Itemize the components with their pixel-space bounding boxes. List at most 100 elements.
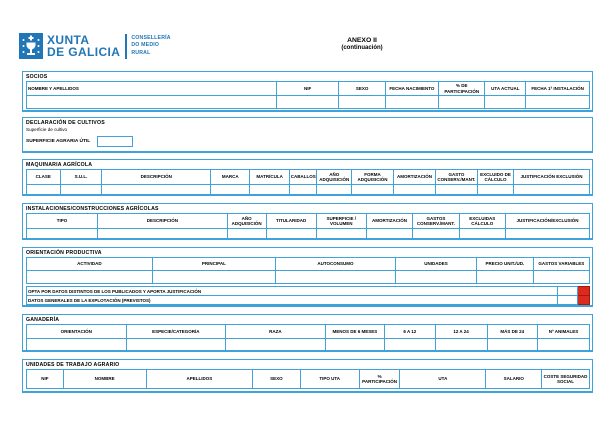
department-line: CONSELLERÍA <box>131 35 171 42</box>
empty-cell[interactable] <box>25 228 99 240</box>
empty-cell[interactable] <box>316 184 352 196</box>
column-header: SEXO <box>338 81 386 96</box>
column-header: MATRÍCULA <box>249 169 290 185</box>
empty-cell[interactable] <box>392 184 436 196</box>
empty-cell[interactable] <box>275 95 340 109</box>
column-header: MENOS DE 6 MESES <box>324 324 386 339</box>
section-subtitle: Superficie de cultivo <box>26 127 68 132</box>
column-header: EXCLUIDO DE CÁLCULO <box>476 169 515 185</box>
empty-cell[interactable] <box>536 338 591 351</box>
doc-title: ANEXO II <box>347 37 377 44</box>
column-header: NOMBRE Y APELLIDOS <box>26 81 277 96</box>
department-name: CONSELLERÍA DO MEDIO RURAL <box>131 35 170 56</box>
column-header: CLASE <box>26 169 61 185</box>
department-line: RURAL <box>131 49 151 56</box>
column-header: DESCRIPCIÓN <box>97 213 228 229</box>
empty-cell[interactable] <box>365 228 414 240</box>
column-header: UNIDADES <box>394 257 478 271</box>
empty-cell[interactable] <box>275 270 396 284</box>
column-header: AÑO ADQUISICIÓN <box>226 213 267 229</box>
section-title: UNIDADES DE TRABAJO AGRARIO <box>26 362 120 368</box>
option-label: OPTA POR DATOS DISTINTOS DE LOS PUBLICAD… <box>25 286 559 296</box>
empty-cell[interactable] <box>59 184 103 196</box>
empty-cell[interactable] <box>438 95 486 109</box>
empty-cell[interactable] <box>26 184 61 196</box>
empty-cell[interactable] <box>26 270 153 284</box>
empty-cell[interactable] <box>513 184 590 196</box>
sau-field-label: SUPERFICIE AGRARIA ÚTIL <box>26 139 91 144</box>
header: XUNTA DE GALICIA CONSELLERÍA DO MEDIO RU… <box>19 33 171 59</box>
red-flag-cell[interactable] <box>577 286 590 296</box>
column-header: APELLIDOS <box>145 369 254 389</box>
column-header: RAZA <box>225 324 326 339</box>
empty-cell[interactable] <box>324 338 386 351</box>
column-header: EXCLUIDAS CÁLCULO <box>458 213 506 229</box>
column-header: JUSTIFICACIÓN EXCLUSIÓN <box>513 169 590 185</box>
empty-cell[interactable] <box>434 184 478 196</box>
department-line: DO MEDIO <box>131 42 160 49</box>
column-header: MARCA <box>210 169 251 185</box>
table-row <box>26 95 590 109</box>
orientacion-options-table: OPTA POR DATOS DISTINTOS DE LOS PUBLICAD… <box>25 286 590 305</box>
column-header: % DE PARTICIPACIÓN <box>438 81 486 96</box>
empty-cell[interactable] <box>288 184 318 196</box>
empty-cell[interactable] <box>458 228 506 240</box>
empty-cell[interactable] <box>315 228 367 240</box>
empty-cell[interactable] <box>97 228 228 240</box>
column-header: S.U.L. <box>59 169 103 185</box>
empty-cell[interactable] <box>532 270 591 284</box>
empty-cell[interactable] <box>434 338 488 351</box>
empty-cell[interactable] <box>101 184 212 196</box>
empty-cell[interactable] <box>394 270 478 284</box>
empty-cell[interactable] <box>351 184 394 196</box>
empty-cell[interactable] <box>210 184 251 196</box>
empty-cell[interactable] <box>26 338 127 351</box>
column-header: AÑO ADQUISICIÓN <box>316 169 352 185</box>
doc-title-block: ANEXO II (continuación) <box>302 37 422 51</box>
option-answer-cell[interactable] <box>557 286 579 296</box>
column-header: AMORTIZACIÓN <box>365 213 414 229</box>
brand-name: XUNTA DE GALICIA <box>47 33 120 58</box>
section-cultivos: DECLARACIÓN DE CULTIVOS Superficie de cu… <box>22 117 593 153</box>
empty-cell[interactable] <box>412 228 460 240</box>
red-flag-cell[interactable] <box>577 295 590 305</box>
empty-cell[interactable] <box>384 95 440 109</box>
sau-input[interactable] <box>97 136 134 147</box>
empty-cell[interactable] <box>151 270 277 284</box>
empty-cell[interactable] <box>484 95 527 109</box>
table-row <box>25 228 591 240</box>
empty-cell[interactable] <box>525 95 590 109</box>
empty-cell[interactable] <box>265 228 317 240</box>
column-header: ORIENTACIÓN <box>26 324 127 339</box>
column-header: 12 A 24 <box>434 324 488 339</box>
empty-cell[interactable] <box>226 228 267 240</box>
section-title: MAQUINARIA AGRÍCOLA <box>26 162 93 168</box>
column-header: CABALLOS <box>288 169 318 185</box>
empty-cell[interactable] <box>225 338 326 351</box>
empty-cell[interactable] <box>384 338 436 351</box>
column-header: TIPO <box>25 213 99 229</box>
option-row: OPTA POR DATOS DISTINTOS DE LOS PUBLICAD… <box>25 286 590 296</box>
empty-cell[interactable] <box>476 270 534 284</box>
empty-cell[interactable] <box>486 338 538 351</box>
empty-cell[interactable] <box>338 95 386 109</box>
empty-cell[interactable] <box>125 338 227 351</box>
section-title: GANADERÍA <box>26 317 60 323</box>
section-title: SOCIOS <box>26 74 48 80</box>
option-answer-cell[interactable] <box>557 295 579 305</box>
column-header: NOMBRE <box>62 369 147 389</box>
header-divider <box>125 33 128 59</box>
column-header: Nº ANIMALES <box>536 324 591 339</box>
empty-cell[interactable] <box>26 95 277 109</box>
empty-cell[interactable] <box>504 228 591 240</box>
column-header: PRECIO UNIT./UD. <box>476 257 534 271</box>
empty-cell[interactable] <box>476 184 515 196</box>
column-header: DESCRIPCIÓN <box>101 169 212 185</box>
empty-cell[interactable] <box>249 184 290 196</box>
